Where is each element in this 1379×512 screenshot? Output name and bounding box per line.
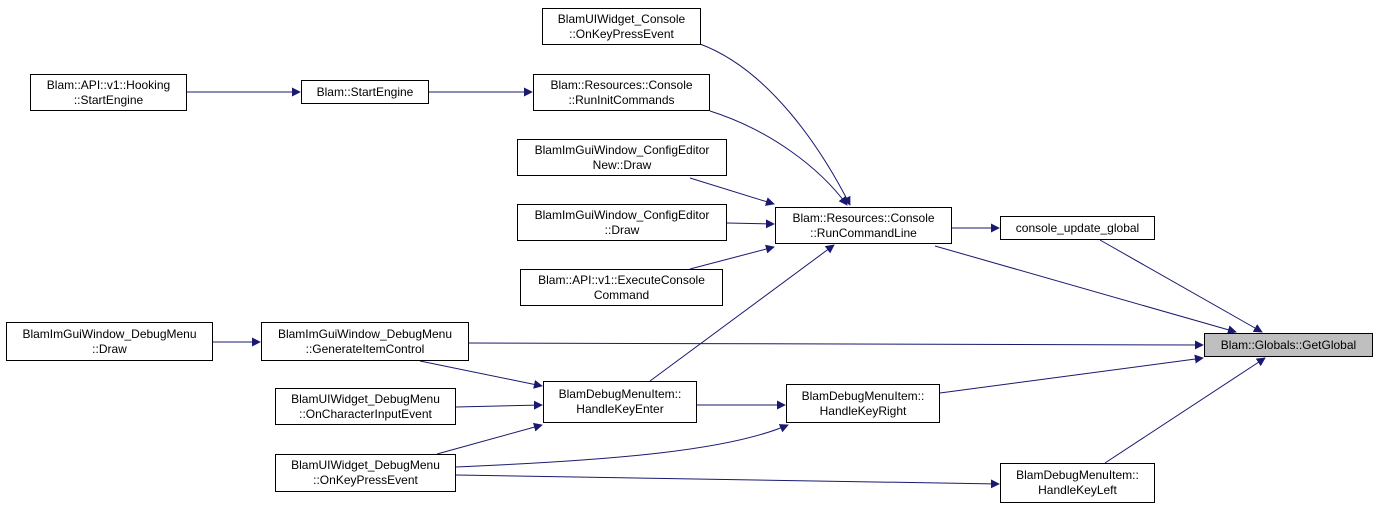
node-uiwidget-console-keypress[interactable]: BlamUIWidget_Console ::OnKeyPressEvent bbox=[542, 8, 701, 45]
edge-runcommandline-to-getglobal bbox=[934, 245, 1237, 335]
node-configeditor-draw[interactable]: BlamImGuiWindow_ConfigEditor ::Draw bbox=[517, 204, 727, 241]
edge-keypress-to-handlekeyleft bbox=[455, 474, 1000, 489]
node-label-line: HandleKeyLeft bbox=[1038, 483, 1117, 497]
node-label-line: BlamDebugMenuItem:: bbox=[558, 387, 682, 401]
node-startengine[interactable]: Blam::StartEngine bbox=[301, 80, 429, 104]
node-getglobal[interactable]: Blam::Globals::GetGlobal bbox=[1204, 333, 1373, 357]
node-console-update-global[interactable]: console_update_global bbox=[1000, 216, 1155, 240]
edge-configeditor-to-runcommandline bbox=[726, 219, 775, 229]
node-runcommandline[interactable]: Blam::Resources::Console ::RunCommandLin… bbox=[775, 207, 952, 244]
edge-handlekeyenter-to-runcommandline bbox=[649, 244, 835, 382]
node-label-line: HandleKeyRight bbox=[819, 403, 907, 418]
edge-console-update-to-getglobal bbox=[1099, 239, 1263, 333]
node-label-line: ::StartEngine bbox=[73, 92, 144, 107]
node-label-line: Blam::API::v1::Hooking bbox=[46, 77, 171, 92]
node-label-line: BlamImGuiWindow_ConfigEditor bbox=[534, 142, 710, 157]
edge-keypress-to-handlekeyright bbox=[455, 424, 789, 468]
node-uiwidget-debugmenu-charinput[interactable]: BlamUIWidget_DebugMenu ::OnCharacterInpu… bbox=[275, 388, 456, 425]
edge-execute-to-runcommandline bbox=[689, 244, 775, 270]
node-label-line: BlamDebugMenuItem:: bbox=[1016, 468, 1139, 482]
edge-generate-to-handlekeyenter bbox=[419, 360, 543, 389]
node-label-line: Blam::API::v1::ExecuteConsole bbox=[538, 272, 705, 287]
node-label-line: BlamUIWidget_DebugMenu bbox=[291, 458, 440, 472]
node-label-line: ::RunCommandLine bbox=[810, 225, 917, 240]
edge-handlekeyright-to-getglobal bbox=[939, 354, 1204, 394]
node-runinitcommands[interactable]: Blam::Resources::Console ::RunInitComman… bbox=[533, 74, 710, 111]
edge-runinitcommands-to-runcommandline bbox=[709, 110, 848, 206]
node-handlekeyright[interactable]: BlamDebugMenuItem:: HandleKeyRight bbox=[786, 384, 940, 423]
node-debugmenu-draw[interactable]: BlamImGuiWindow_DebugMenu ::Draw bbox=[6, 322, 213, 361]
node-label-line: ::GenerateItemControl bbox=[305, 341, 425, 356]
node-executeconsolecommand[interactable]: Blam::API::v1::ExecuteConsole Command bbox=[520, 269, 723, 306]
node-label-line: BlamImGuiWindow_DebugMenu bbox=[277, 326, 453, 341]
edge-charinput-to-handlekeyenter bbox=[455, 400, 543, 410]
node-configeditornew-draw[interactable]: BlamImGuiWindow_ConfigEditor New::Draw bbox=[517, 139, 727, 176]
node-label-line: HandleKeyEnter bbox=[576, 402, 664, 416]
node-label-line: New::Draw bbox=[592, 157, 652, 172]
node-label-line: BlamUIWidget_DebugMenu bbox=[291, 391, 440, 406]
node-label-line: Blam::Resources::Console bbox=[792, 210, 935, 225]
node-label-line: BlamUIWidget_Console bbox=[557, 11, 686, 26]
node-label-line: ::OnKeyPressEvent bbox=[569, 26, 674, 41]
node-label-line: Command bbox=[593, 287, 650, 302]
edge-generate-to-getglobal bbox=[468, 340, 1204, 350]
node-label-line: ::OnCharacterInputEvent bbox=[299, 406, 432, 421]
node-label-line: Blam::Globals::GetGlobal bbox=[1220, 337, 1357, 352]
edge-keypress-to-handlekeyenter bbox=[436, 422, 543, 455]
node-label-line: console_update_global bbox=[1015, 220, 1140, 235]
edge-configeditornew-to-runcommandline bbox=[689, 177, 775, 206]
node-label-line: ::Draw bbox=[604, 222, 640, 237]
node-label-line: ::Draw bbox=[92, 341, 127, 356]
node-handlekeyleft[interactable]: BlamDebugMenuItem:: HandleKeyLeft bbox=[1000, 463, 1155, 503]
node-label-line: BlamImGuiWindow_DebugMenu bbox=[22, 326, 197, 341]
edge-handlekeyleft-to-getglobal bbox=[1104, 357, 1266, 464]
node-label-line: Blam::StartEngine bbox=[316, 84, 414, 99]
node-handlekeyenter[interactable]: BlamDebugMenuItem:: HandleKeyEnter bbox=[543, 381, 697, 423]
node-hooking-startengine[interactable]: Blam::API::v1::Hooking ::StartEngine bbox=[30, 74, 187, 111]
node-label-line: ::RunInitCommands bbox=[568, 92, 675, 107]
node-label-line: ::OnKeyPressEvent bbox=[313, 473, 418, 487]
edge-console-keypress-to-runcommandline bbox=[699, 43, 851, 206]
node-label-line: BlamDebugMenuItem:: bbox=[801, 388, 925, 403]
node-generateitemcontrol[interactable]: BlamImGuiWindow_DebugMenu ::GenerateItem… bbox=[261, 322, 469, 361]
node-label-line: BlamImGuiWindow_ConfigEditor bbox=[534, 207, 710, 222]
node-uiwidget-debugmenu-keypress[interactable]: BlamUIWidget_DebugMenu ::OnKeyPressEvent bbox=[275, 454, 456, 492]
node-label-line: Blam::Resources::Console bbox=[550, 77, 693, 92]
